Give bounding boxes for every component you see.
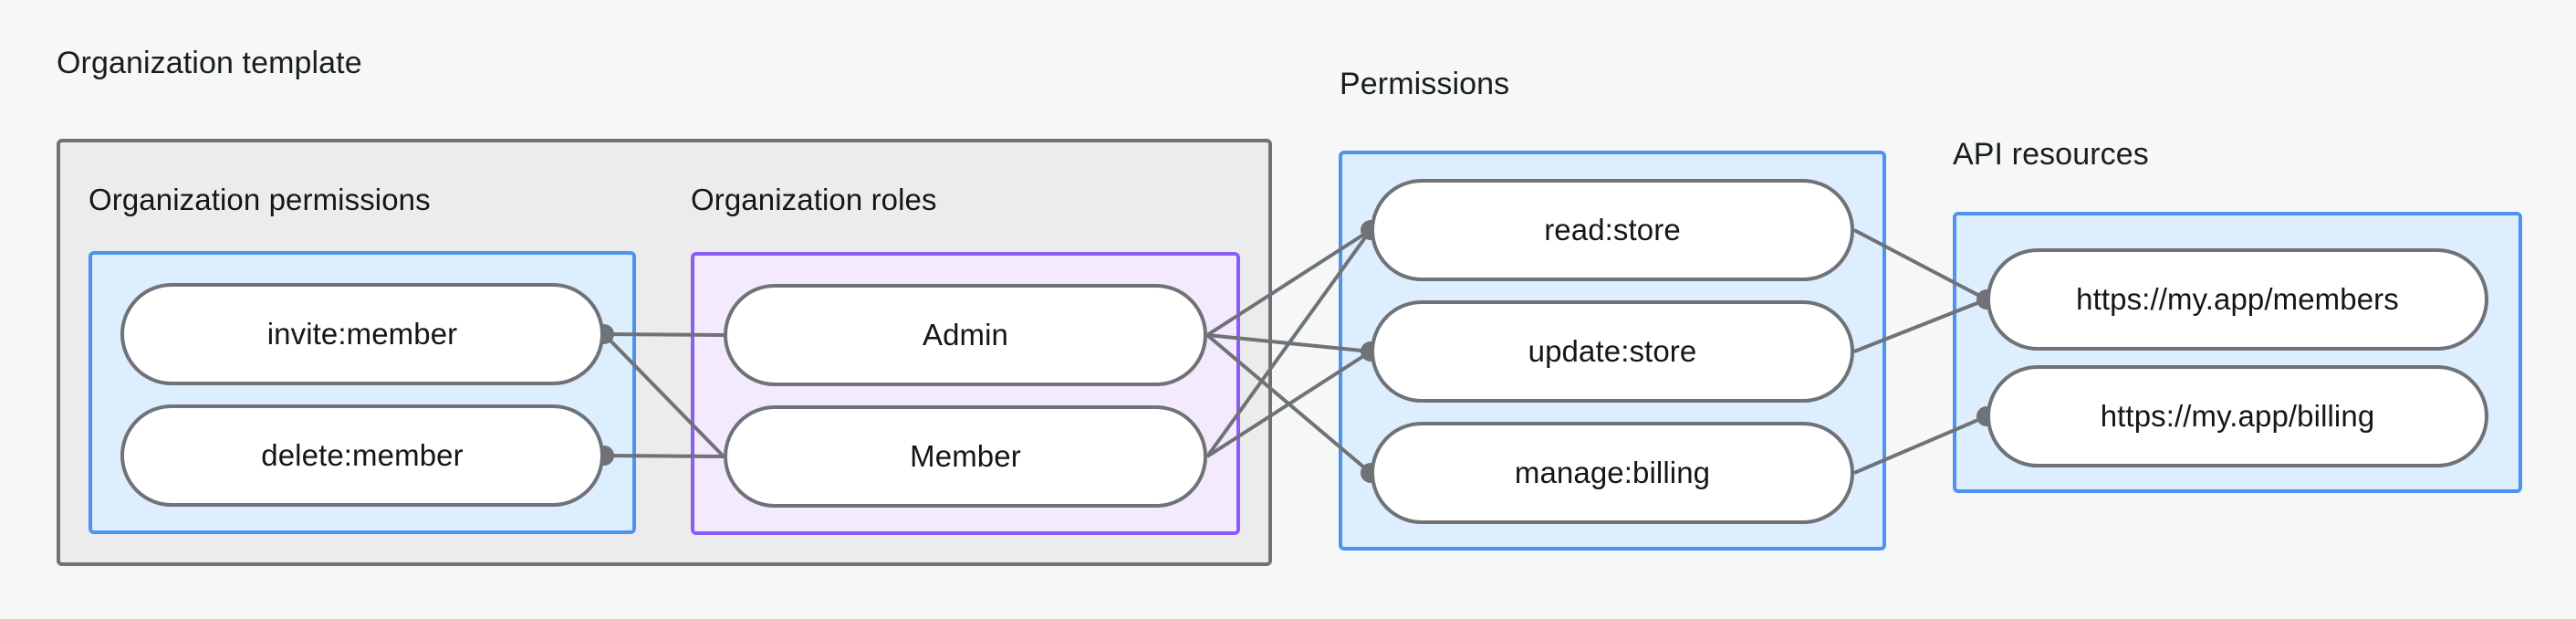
node-label: delete:member: [261, 438, 464, 472]
node-label: Admin: [922, 318, 1009, 351]
node-label: update:store: [1528, 334, 1697, 368]
node-label: manage:billing: [1514, 456, 1711, 489]
node-delete-member[interactable]: delete:member: [120, 404, 604, 507]
node-read-store[interactable]: read:store: [1371, 179, 1854, 281]
node-label: invite:member: [266, 317, 458, 351]
node-label: Member: [910, 439, 1021, 473]
organization-permissions-label: Organization permissions: [89, 183, 431, 216]
node-members-url[interactable]: https://my.app/members: [1987, 248, 2488, 351]
organization-roles-label: Organization roles: [691, 183, 937, 216]
node-manage-billing[interactable]: manage:billing: [1371, 422, 1854, 524]
node-member[interactable]: Member: [724, 405, 1207, 508]
node-label: https://my.app/members: [2076, 282, 2399, 316]
node-label: https://my.app/billing: [2100, 399, 2375, 433]
node-update-store[interactable]: update:store: [1371, 300, 1854, 403]
node-label: read:store: [1544, 213, 1681, 247]
permissions-label: Permissions: [1340, 67, 1510, 101]
node-billing-url[interactable]: https://my.app/billing: [1987, 365, 2488, 467]
node-invite-member[interactable]: invite:member: [120, 283, 604, 385]
organization-template-label: Organization template: [57, 46, 362, 80]
api-resources-label: API resources: [1953, 137, 2149, 172]
node-admin[interactable]: Admin: [724, 284, 1207, 386]
